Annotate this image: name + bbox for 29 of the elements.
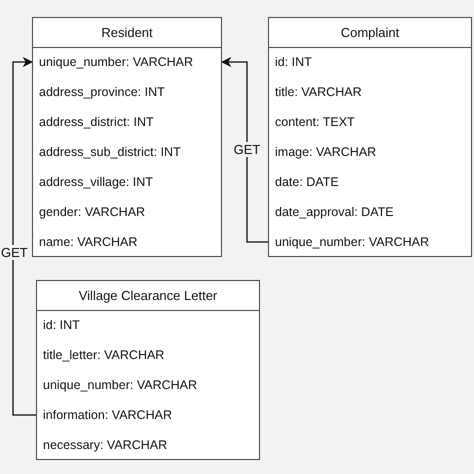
entity-attribute: necessary: VARCHAR: [37, 430, 259, 460]
entity-attribute: address_province: INT: [33, 77, 221, 107]
entity-attribute: gender: VARCHAR: [33, 197, 221, 227]
entity-attribute: date_approval: DATE: [269, 197, 471, 227]
entity-attribute: image: VARCHAR: [269, 137, 471, 167]
edge-label: GET: [232, 142, 262, 156]
edge-label: GET: [0, 244, 29, 260]
table-title: Village Clearance Letter: [37, 281, 259, 311]
entity-attribute: unique_number: VARCHAR: [33, 47, 221, 77]
entity-table: [32, 17, 222, 257]
entity-attribute: title_letter: VARCHAR: [37, 340, 259, 370]
entity-attribute: name: VARCHAR: [33, 227, 221, 257]
table-title: Complaint: [269, 18, 471, 48]
arrow: [12, 56, 37, 416]
entity-table: [268, 17, 472, 257]
entity-attribute: address_village: INT: [33, 167, 221, 197]
entity-attribute: date: DATE: [269, 167, 471, 197]
entity-attribute: unique_number: VARCHAR: [37, 370, 259, 400]
table-title: Resident: [33, 18, 221, 48]
entity-attribute: title: VARCHAR: [269, 77, 471, 107]
entity-attribute: id: INT: [269, 47, 471, 77]
entity-attribute: address_sub_district: INT: [33, 137, 221, 167]
entity-table: [36, 280, 260, 460]
entity-attribute: information: VARCHAR: [37, 400, 259, 430]
entity-attribute: content: TEXT: [269, 107, 471, 137]
entity-attribute: id: INT: [37, 310, 259, 340]
entity-attribute: address_district: INT: [33, 107, 221, 137]
arrow: [221, 56, 269, 243]
entity-attribute: unique_number: VARCHAR: [269, 227, 471, 257]
